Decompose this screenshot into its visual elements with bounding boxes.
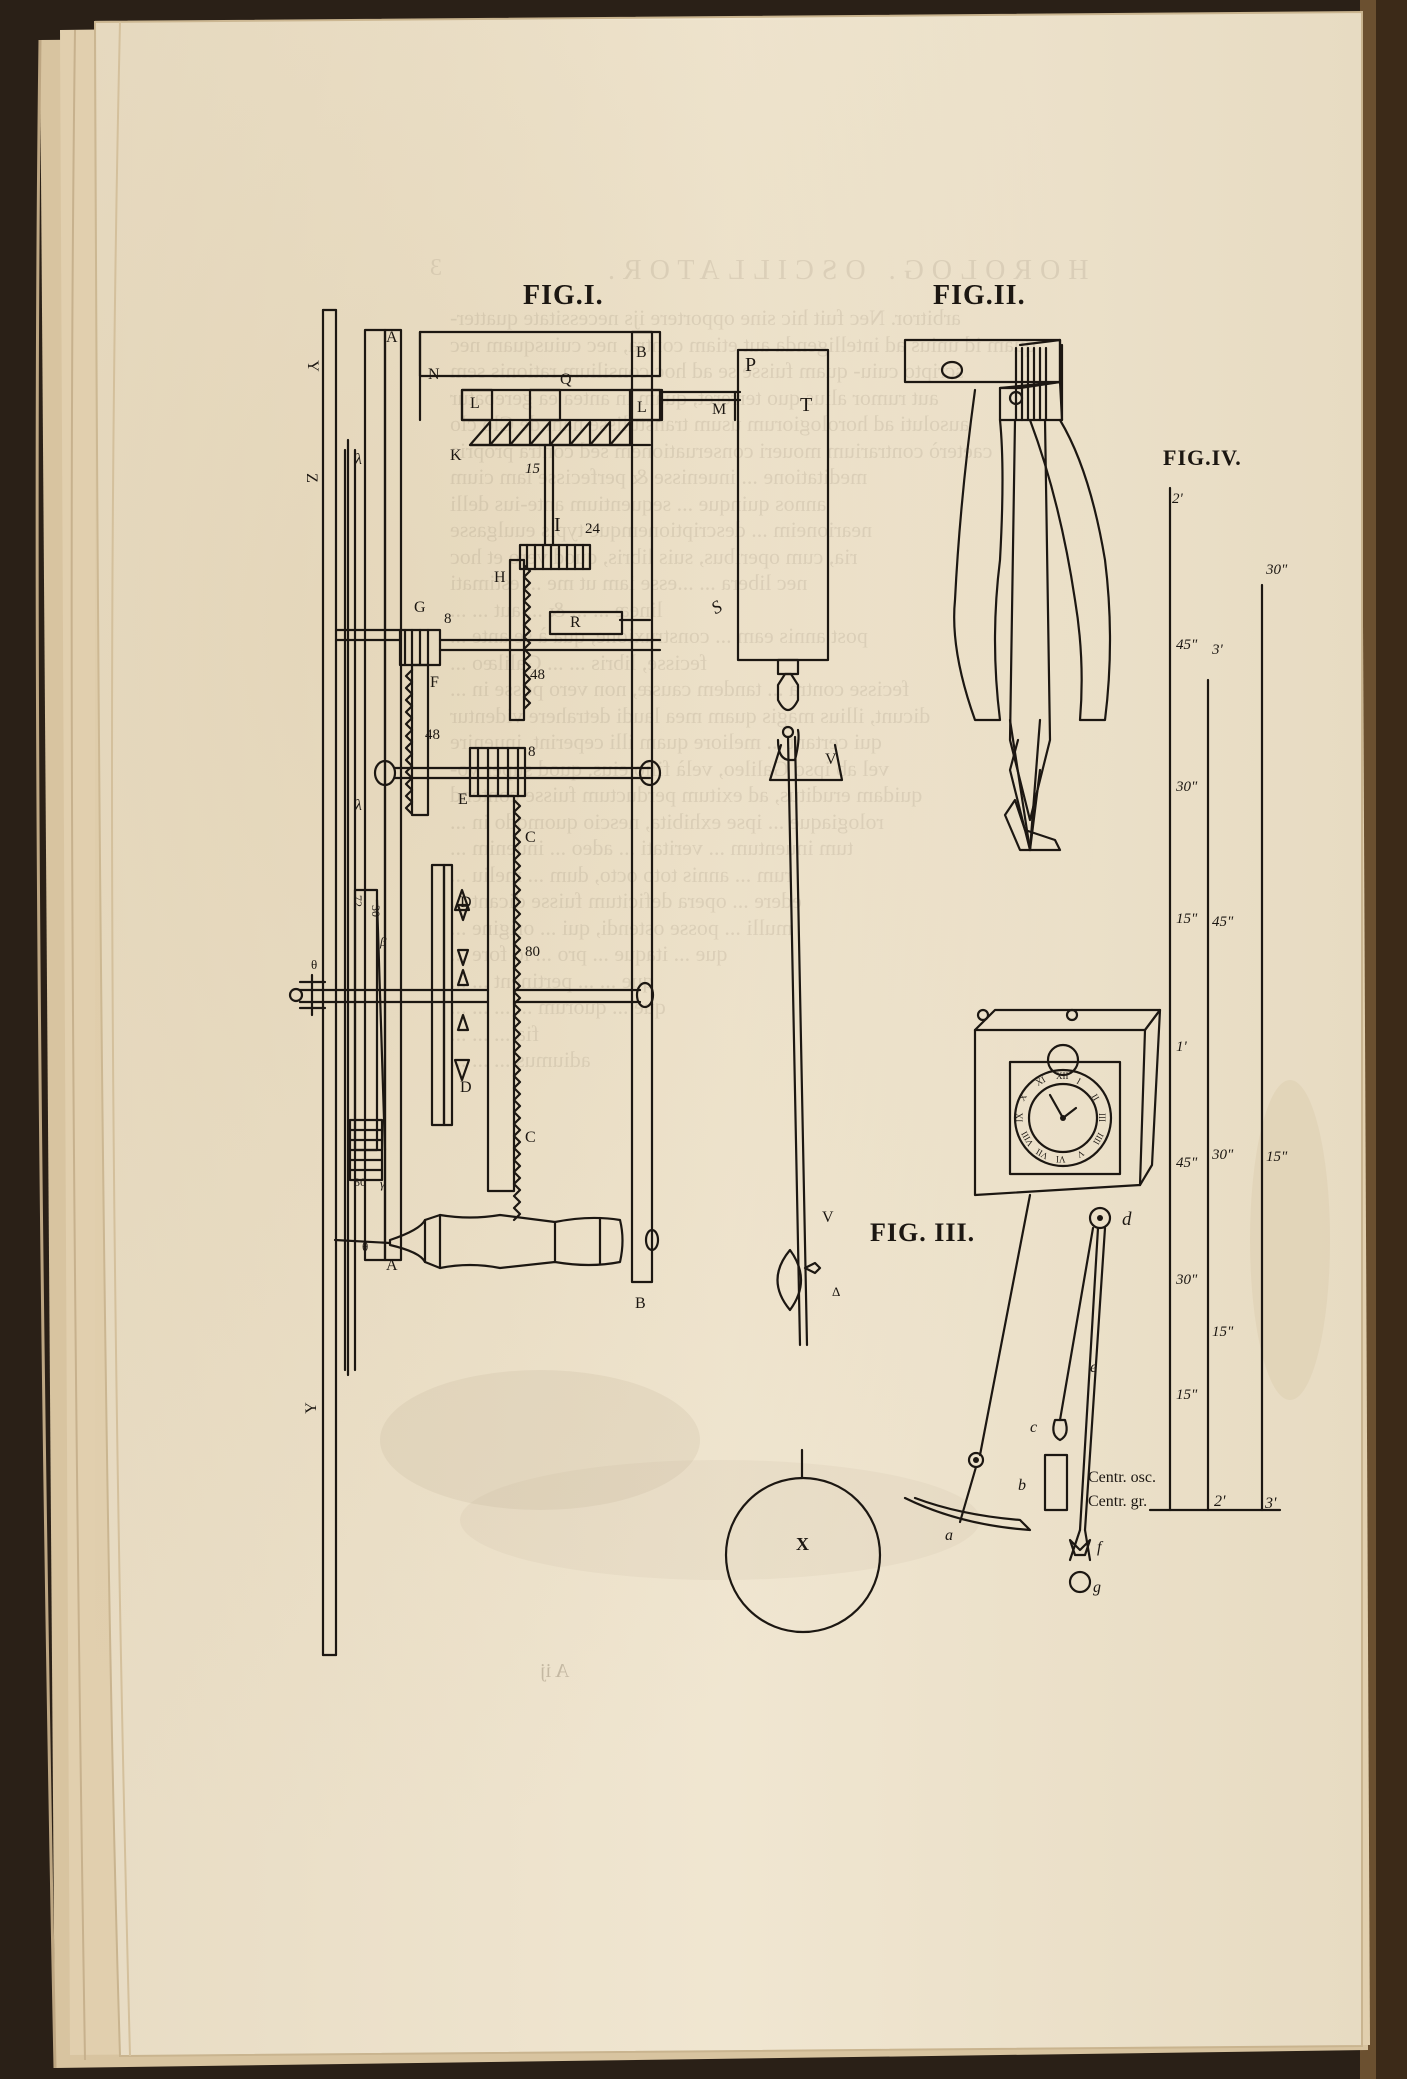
fig1-label-theta-a: θ xyxy=(362,1239,369,1254)
fig1-label-48a: 48 xyxy=(530,667,545,683)
fig3-label-e: e xyxy=(1090,1359,1098,1376)
fig4-centr-osc: Centr. osc. xyxy=(1088,1469,1156,1486)
fig4-label-left-1: 1' xyxy=(1176,1039,1187,1055)
fig4-label-left-45a: 45" xyxy=(1176,637,1198,653)
fig1-label-8a: 8 xyxy=(444,611,452,627)
fig4-label-left-30a: 30" xyxy=(1176,779,1198,795)
fig1-title: FIG.I. xyxy=(523,280,604,311)
fig1-label-Z: Z xyxy=(302,473,320,483)
fig1-label-B-top: B xyxy=(636,344,647,361)
clock-numeral: III xyxy=(1097,1113,1107,1122)
fig1-label-80: 80 xyxy=(525,944,540,960)
fig1-label-P: P xyxy=(745,354,757,376)
clock-numeral: XII xyxy=(1056,1071,1069,1081)
fig3-label-c: c xyxy=(1030,1419,1038,1436)
fig4-label-right-15: 15" xyxy=(1266,1149,1288,1165)
fig1-label-lambda-b: λ xyxy=(355,797,362,814)
fig1-label-lambda-a: λ xyxy=(355,451,362,468)
fig3-label-a: a xyxy=(945,1527,953,1544)
clock-numeral: IX xyxy=(1014,1112,1025,1123)
fig4-label-left-15b: 15" xyxy=(1176,1387,1198,1403)
fig4-drawing xyxy=(1148,486,1282,1512)
fig4-label-mid-45: 45" xyxy=(1212,914,1234,930)
fig4-label-mid-30: 30" xyxy=(1212,1147,1234,1163)
fig1-label-A-top: A xyxy=(386,329,398,346)
fig1-label-G: G xyxy=(414,599,426,616)
fig1-label-D-bottom: D xyxy=(460,1079,472,1096)
fig1-label-delta: Δ xyxy=(832,1284,841,1299)
fig1-label-L-left: L xyxy=(470,395,480,412)
fig4-label-top-3: 3' xyxy=(1212,642,1223,658)
fig4-label-mid-15: 15" xyxy=(1212,1324,1234,1340)
fig1-label-V-top: V xyxy=(825,751,837,768)
fig4-title: FIG.IV. xyxy=(1163,445,1242,470)
fig1-label-Q: Q xyxy=(560,371,572,388)
fig1-label-L-right: L xyxy=(637,399,647,416)
fig1-label-E: E xyxy=(458,791,468,808)
fig3-label-d: d xyxy=(1122,1209,1132,1230)
fig4-bottom-3: 3' xyxy=(1265,1495,1277,1512)
fig1-label-Y-top: Y xyxy=(303,360,321,372)
fig4-label-left-15a: 15" xyxy=(1176,911,1198,927)
fig1-label-H: H xyxy=(494,569,506,586)
fig4-label-top-30: 30" xyxy=(1266,562,1288,578)
fig3-drawing xyxy=(903,1008,1162,1594)
fig1-label-beta: β xyxy=(380,934,387,949)
fig3-label-b: b xyxy=(1018,1477,1026,1494)
fig1-drawing xyxy=(288,308,882,1657)
fig1-label-T: T xyxy=(800,394,813,416)
fig1-label-gamma: γ xyxy=(380,1176,386,1191)
fig1-label-8b: 8 xyxy=(528,744,536,760)
fig3-label-f: f xyxy=(1097,1539,1102,1556)
fig1-label-48b: 48 xyxy=(425,727,440,743)
fig1-label-X: X xyxy=(796,1534,809,1554)
fig4-centr-gr: Centr. gr. xyxy=(1088,1493,1148,1510)
fig1-label-V-bottom: V xyxy=(822,1209,834,1226)
fig1-label-K: K xyxy=(450,447,462,464)
fig3-title: FIG. III. xyxy=(870,1218,976,1247)
fig2-title: FIG.II. xyxy=(933,280,1026,311)
fig1-label-24: 24 xyxy=(585,521,600,537)
fig3-label-g: g xyxy=(1093,1579,1101,1596)
fig1-label-C-top: C xyxy=(525,829,536,846)
fig1-label-theta-b: θ xyxy=(311,957,318,972)
fig1-label-A-bottom: A xyxy=(386,1257,398,1274)
fig1-label-72: 72 xyxy=(351,895,365,907)
fig1-label-30a: 30 xyxy=(369,905,383,917)
fig1-label-F: F xyxy=(430,674,439,691)
fig1-label-15: 15 xyxy=(525,461,540,477)
fig1-label-M: M xyxy=(712,401,727,418)
fig1-label-B-bottom: B xyxy=(635,1295,646,1312)
fig1-label-N: N xyxy=(428,366,440,383)
fig1-label-R: R xyxy=(570,614,581,631)
fig4-label-left-30b: 30" xyxy=(1176,1272,1198,1288)
fig1-label-Y-bottom: Y xyxy=(302,1402,320,1414)
fig1-label-D-top: D xyxy=(460,894,472,911)
fig2-drawing xyxy=(903,338,1112,852)
clock-numeral: VI xyxy=(1056,1154,1066,1164)
fig4-bottom-2: 2' xyxy=(1214,1493,1226,1510)
fig1-label-I: I xyxy=(554,514,561,536)
fig1-label-30b: 30 xyxy=(354,1175,366,1189)
fig4-label-left-45b: 45" xyxy=(1176,1155,1198,1171)
fig4-label-top-2: 2' xyxy=(1172,491,1183,507)
fig1-label-C-bottom: C xyxy=(525,1129,536,1146)
